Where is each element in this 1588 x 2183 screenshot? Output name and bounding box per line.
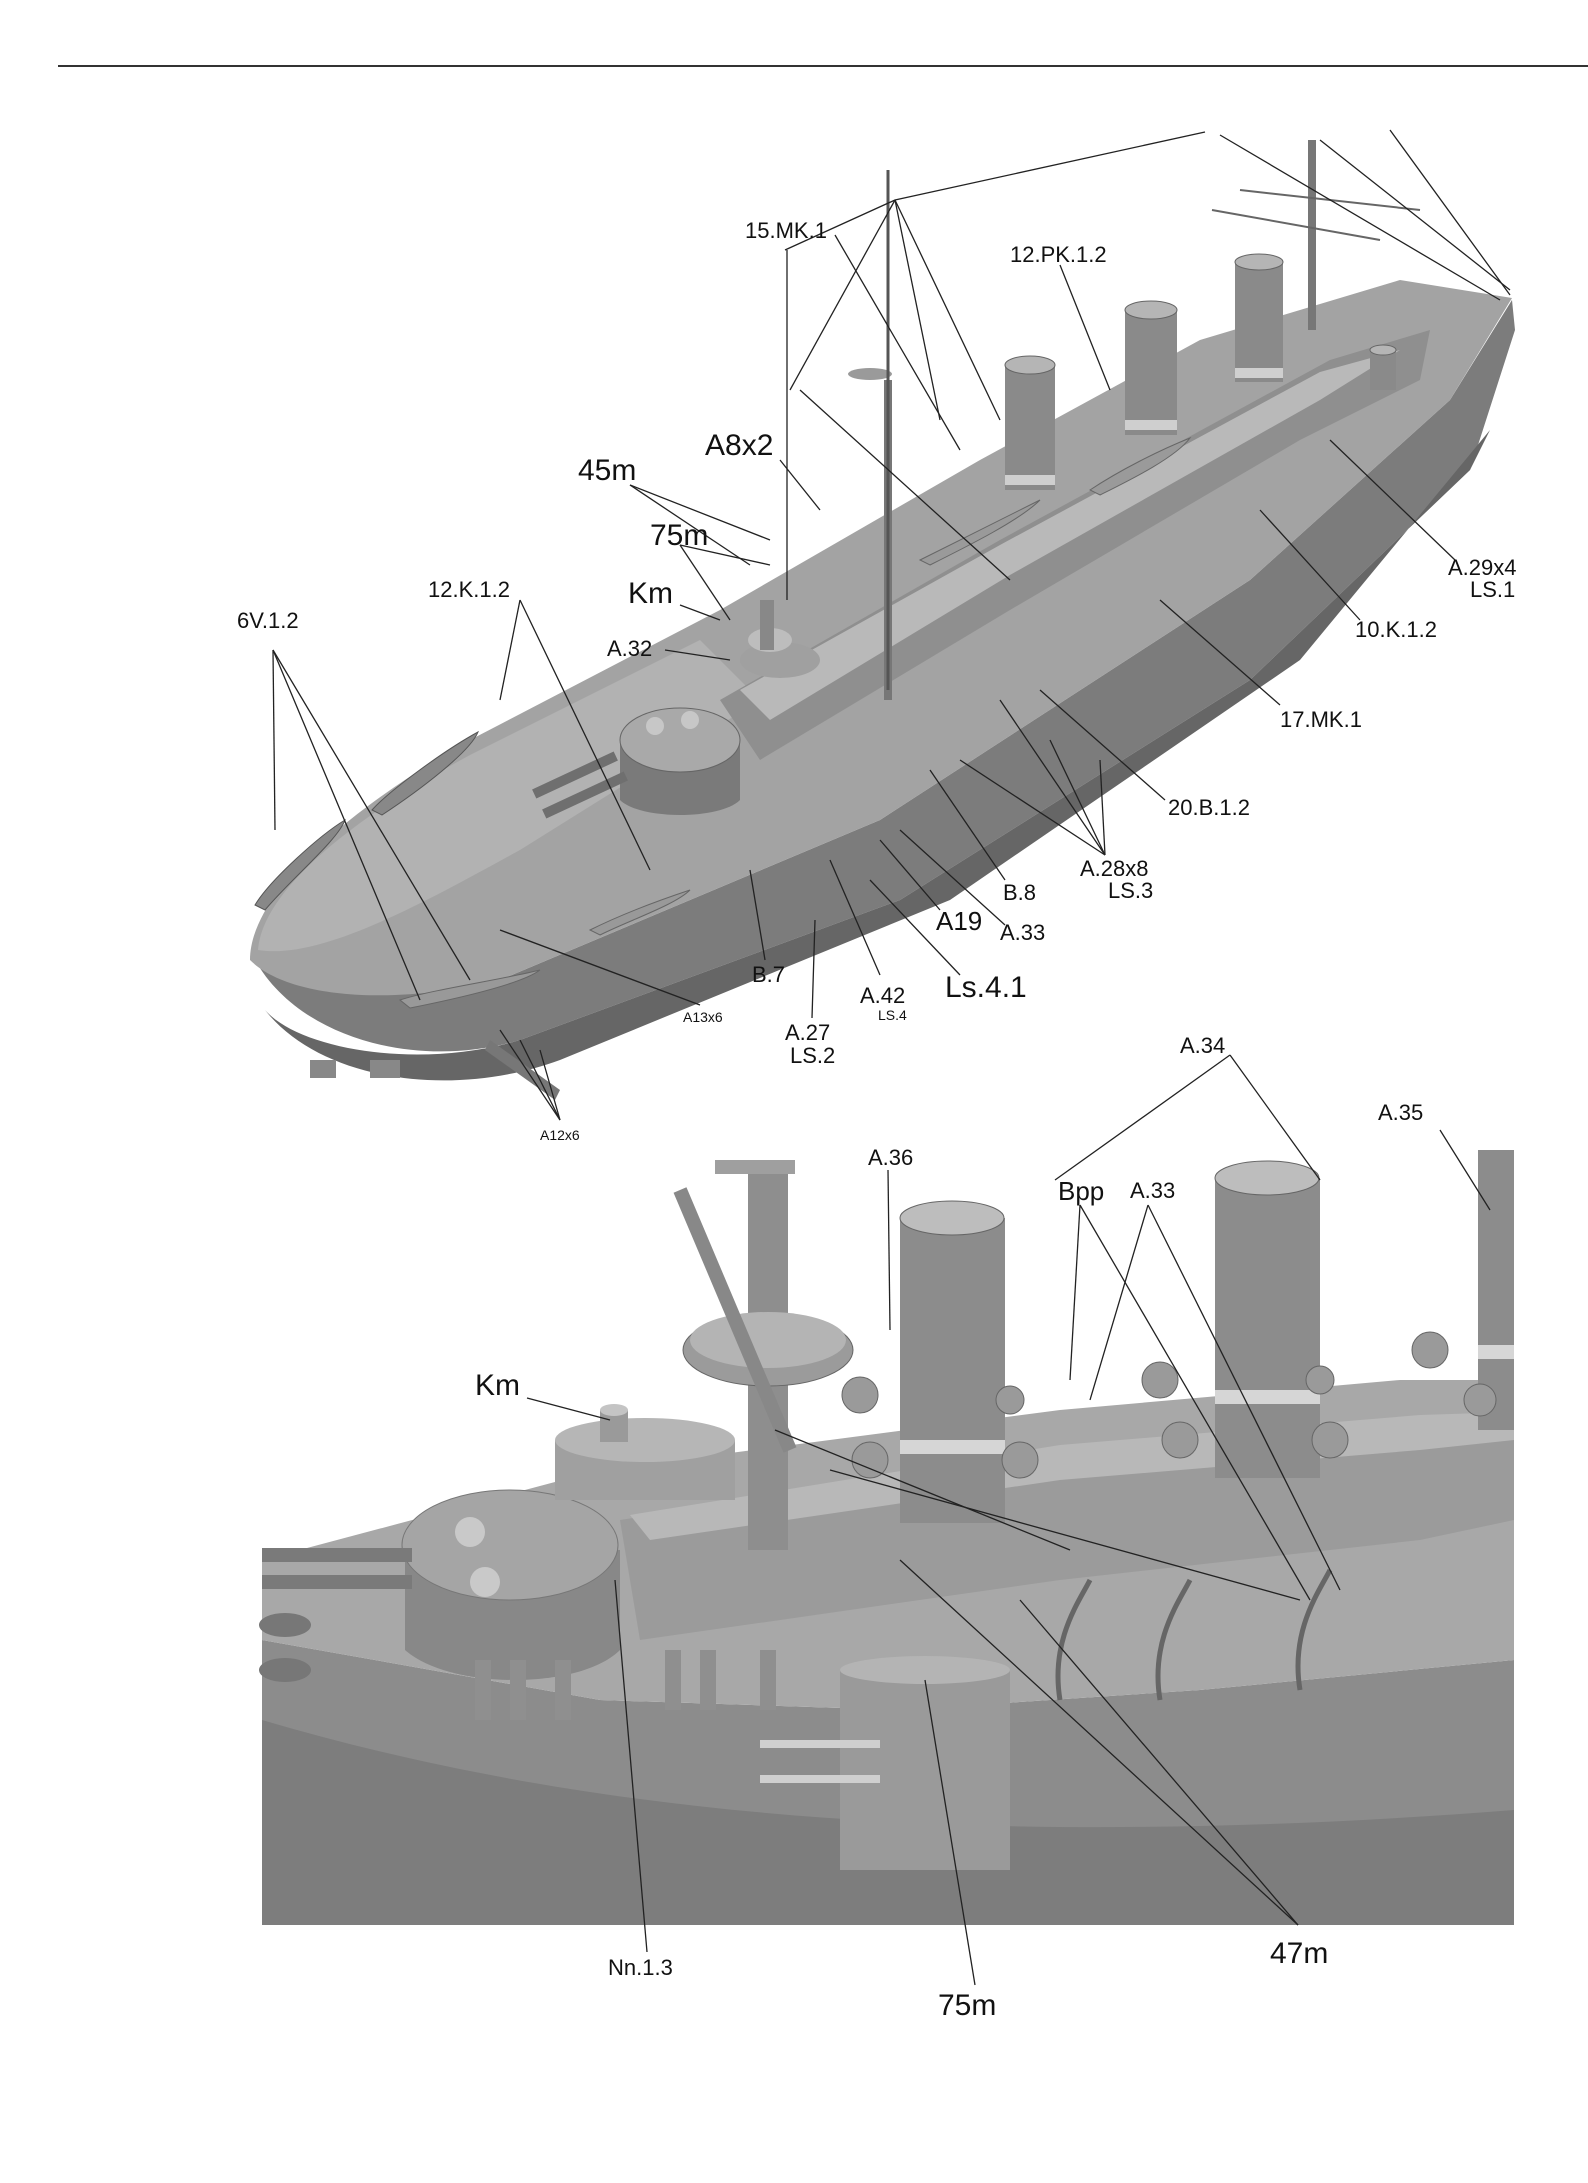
- hull-side: [255, 300, 1515, 1052]
- label-20-b-1-2: 20.B.1.2: [1168, 795, 1250, 820]
- lifeboat-3: [398, 969, 541, 1009]
- detail-funnel-2: [1214, 1160, 1320, 1478]
- detail-mast: [673, 1160, 854, 1550]
- label-75m-detail: 75m: [938, 1989, 996, 2022]
- top-leader-lines: [272, 129, 1511, 1121]
- lifeboat-5: [918, 499, 1041, 566]
- detail-funnel-1: [899, 1200, 1005, 1523]
- label-a19: A19: [936, 906, 982, 936]
- label-nn-1-3: Nn.1.3: [608, 1955, 673, 1980]
- label-6v-1-2: 6V.1.2: [237, 608, 299, 633]
- detail-funnels: [899, 1150, 1514, 1523]
- label-ls3: LS.3: [1108, 878, 1153, 903]
- top-ship-view: [250, 140, 1515, 1100]
- label-75m: 75m: [650, 519, 708, 552]
- funnel-2: [1124, 300, 1178, 435]
- forward-turret: [532, 707, 741, 819]
- lifeboats: [254, 436, 1192, 1009]
- label-45m: 45m: [578, 454, 636, 487]
- label-12-pk-1-2: 12.PK.1.2: [1010, 242, 1107, 267]
- superstructure-top: [740, 350, 1400, 720]
- label-47m: 47m: [1270, 1937, 1328, 1970]
- label-15-mk-1: 15.MK.1: [745, 218, 827, 243]
- detail-turret: [259, 1489, 620, 1682]
- label-ls2: LS.2: [790, 1043, 835, 1068]
- detail-ship-view: [259, 1150, 1514, 1925]
- funnels-top: [1004, 253, 1397, 490]
- label-a33-detail: A.33: [1130, 1178, 1175, 1203]
- label-17-mk-1: 17.MK.1: [1280, 707, 1362, 732]
- masts-top: [848, 140, 1421, 700]
- label-a29x4: A.29x4: [1448, 555, 1517, 580]
- label-bpp: Bpp: [1058, 1176, 1104, 1206]
- label-ls4: LS.4: [878, 1007, 907, 1023]
- forecastle-deck: [258, 640, 760, 952]
- label-a8x2: A8x2: [705, 429, 773, 462]
- lifeboat-6: [1089, 436, 1192, 496]
- detail-labels: A.34 A.35 A.36 Bpp A.33 Km Nn.1.3 47m 75…: [475, 1033, 1423, 2022]
- label-10-k-1-2: 10.K.1.2: [1355, 617, 1437, 642]
- label-b8: B.8: [1003, 880, 1036, 905]
- detail-ventilators: [841, 1331, 1497, 1479]
- label-km: Km: [628, 577, 673, 610]
- label-a12x6: A12x6: [540, 1127, 580, 1143]
- label-a35: A.35: [1378, 1100, 1423, 1125]
- bridge: [740, 600, 820, 678]
- funnel-1: [1004, 355, 1056, 490]
- label-a28x8: A.28x8: [1080, 856, 1149, 881]
- detail-funnel-3: [1478, 1150, 1514, 1430]
- label-ls1: LS.1: [1470, 577, 1515, 602]
- funnel-3: [1234, 253, 1284, 382]
- detail-casemate: [760, 1656, 1010, 1870]
- label-a27: A.27: [785, 1020, 830, 1045]
- label-b7: B.7: [752, 962, 785, 987]
- lifeboat-4: [588, 889, 691, 936]
- detail-davits: [1055, 1568, 1333, 1701]
- detail-bridge: [555, 1404, 735, 1500]
- label-12-k-1-2: 12.K.1.2: [428, 577, 510, 602]
- label-a36: A.36: [868, 1145, 913, 1170]
- detail-leader-lines: [526, 1054, 1491, 1986]
- label-a32: A.32: [607, 636, 652, 661]
- label-a13x6: A13x6: [683, 1009, 723, 1025]
- label-a34: A.34: [1180, 1033, 1225, 1058]
- label-ls-4-1: Ls.4.1: [945, 971, 1027, 1004]
- label-a33-top: A.33: [1000, 920, 1045, 945]
- label-km-detail: Km: [475, 1369, 520, 1402]
- hull-small-parts: [310, 1040, 560, 1100]
- top-labels: 15.MK.1 12.PK.1.2 A8x2 45m 75m Km 12.K.1…: [237, 218, 1517, 1143]
- label-a42: A.42: [860, 983, 905, 1008]
- lifeboat-2: [371, 730, 479, 816]
- detail-posts: [475, 1650, 776, 1720]
- funnel-4: [1369, 344, 1397, 390]
